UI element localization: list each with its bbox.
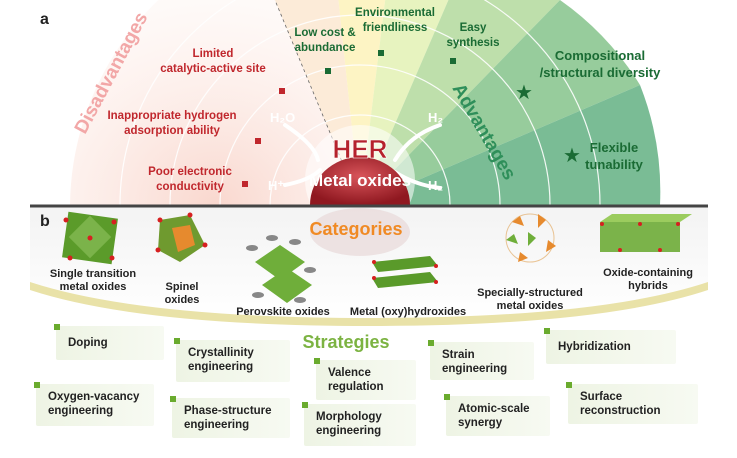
bullet-square-icon bbox=[444, 394, 450, 400]
strategy-label: Atomic-scale synergy bbox=[458, 403, 530, 429]
bullet-square-icon bbox=[302, 402, 308, 408]
reaction-arrows bbox=[283, 123, 442, 190]
advantage-line: /structural diversity bbox=[540, 65, 661, 80]
disadvantage-line: conductivity bbox=[156, 181, 224, 193]
bullet-square-icon bbox=[170, 396, 176, 402]
category-label: Perovskite oxides bbox=[236, 306, 330, 318]
strategy-label: Crystallinity engineering bbox=[188, 347, 254, 373]
advantage-marker bbox=[378, 50, 384, 56]
advantage-line: Environmental bbox=[355, 7, 435, 19]
bullet-square-icon bbox=[54, 324, 60, 330]
category-label: Single transition bbox=[50, 268, 136, 280]
strategy-label: Strain engineering bbox=[442, 349, 508, 375]
advantage-line: Flexible bbox=[590, 140, 638, 155]
strategy-label: Phase-structure engineering bbox=[184, 405, 272, 431]
panel-a-letter: a bbox=[40, 11, 49, 28]
strategy-box-hybridization: Hybridization bbox=[544, 328, 676, 364]
perovskite-structure-icon bbox=[246, 235, 316, 303]
category-label: Oxide-containing bbox=[603, 267, 693, 279]
species-h2-bottom: H₂ bbox=[428, 178, 443, 193]
center-subtitle: Metal oxides bbox=[309, 171, 411, 190]
disadvantage-marker bbox=[242, 181, 248, 187]
special-structure-icon bbox=[505, 213, 556, 263]
category-label: hybrids bbox=[628, 280, 668, 292]
bullet-square-icon bbox=[428, 340, 434, 346]
category-label: Specially-structured bbox=[477, 287, 583, 299]
metal-oxides-dome bbox=[310, 157, 410, 205]
category-labels: Single transition metal oxides Spinel ox… bbox=[50, 267, 693, 318]
disadvantage-line: Inappropriate hydrogen bbox=[107, 110, 236, 122]
bullet-square-icon bbox=[314, 358, 320, 364]
strategy-box-oxygen-vacancy: Oxygen-vacancy engineering bbox=[34, 382, 154, 426]
species-h2o: H₂O bbox=[270, 110, 295, 125]
advantage-line: abundance bbox=[295, 42, 356, 54]
strategy-label: Valence regulation bbox=[328, 367, 384, 393]
species-h2-top: H₂ bbox=[428, 110, 443, 125]
strategy-label: Morphology engineering bbox=[316, 411, 382, 437]
advantage-marker bbox=[450, 58, 456, 64]
bullet-square-icon bbox=[566, 382, 572, 388]
advantage-line: friendliness bbox=[363, 22, 428, 34]
hybrid-structure-icon bbox=[600, 214, 692, 252]
single-oxide-structure-icon bbox=[62, 211, 118, 265]
strategy-box-doping: Doping bbox=[54, 324, 164, 360]
her-title: HER bbox=[333, 134, 388, 164]
strategies-title: Strategies bbox=[302, 332, 389, 352]
advantage-line: synthesis bbox=[446, 37, 499, 49]
advantage-line: Compositional bbox=[555, 48, 645, 63]
strategy-box-crystallinity: Crystallinity engineering bbox=[174, 338, 290, 382]
category-label: Metal (oxy)hydroxides bbox=[350, 306, 466, 318]
disadvantage-marker bbox=[279, 88, 285, 94]
bullet-square-icon bbox=[34, 382, 40, 388]
disadvantage-line: Poor electronic bbox=[148, 166, 232, 178]
disadvantage-list: Limited catalytic-active site Inappropri… bbox=[107, 48, 285, 193]
categories-title: Categories bbox=[309, 219, 402, 239]
category-label: metal oxides bbox=[497, 300, 564, 312]
category-label: oxides bbox=[165, 294, 200, 306]
strategy-label: Oxygen-vacancy engineering bbox=[48, 391, 140, 417]
advantage-line: tunability bbox=[585, 157, 644, 172]
strategy-label: Doping bbox=[68, 337, 108, 349]
bullet-square-icon bbox=[544, 328, 550, 334]
advantage-marker bbox=[325, 68, 331, 74]
category-label: metal oxides bbox=[60, 281, 127, 293]
panel-b-letter: b bbox=[40, 213, 50, 230]
strategy-label: Surface reconstruction bbox=[580, 391, 661, 417]
disadvantage-marker bbox=[255, 138, 261, 144]
strategy-box-strain: Strain engineering bbox=[428, 340, 534, 380]
hydroxide-structure-icon bbox=[372, 256, 438, 288]
strategy-box-morphology: Morphology engineering bbox=[302, 402, 416, 446]
advantage-line: Low cost & bbox=[294, 27, 355, 39]
strategy-box-phase-structure: Phase-structure engineering bbox=[170, 396, 290, 438]
disadvantage-line: adsorption ability bbox=[124, 125, 220, 137]
strategy-label: Hybridization bbox=[558, 341, 631, 353]
star-icon: ★ bbox=[563, 145, 581, 167]
disadvantage-line: Limited bbox=[193, 48, 234, 60]
spinel-structure-icon bbox=[155, 212, 208, 262]
category-label: Spinel bbox=[165, 281, 198, 293]
disadvantage-line: catalytic-active site bbox=[160, 63, 265, 75]
star-icon: ★ bbox=[515, 82, 533, 104]
strategy-box-surface-reconstruction: Surface reconstruction bbox=[566, 382, 698, 424]
strategy-box-atomic-synergy: Atomic-scale synergy bbox=[444, 394, 550, 436]
advantage-list: Low cost & abundance Environmental frien… bbox=[294, 7, 661, 172]
strategy-box-valence: Valence regulation bbox=[314, 358, 416, 400]
bullet-square-icon bbox=[174, 338, 180, 344]
advantage-line: Easy bbox=[460, 22, 487, 34]
species-h-plus: H⁺ bbox=[268, 178, 284, 193]
